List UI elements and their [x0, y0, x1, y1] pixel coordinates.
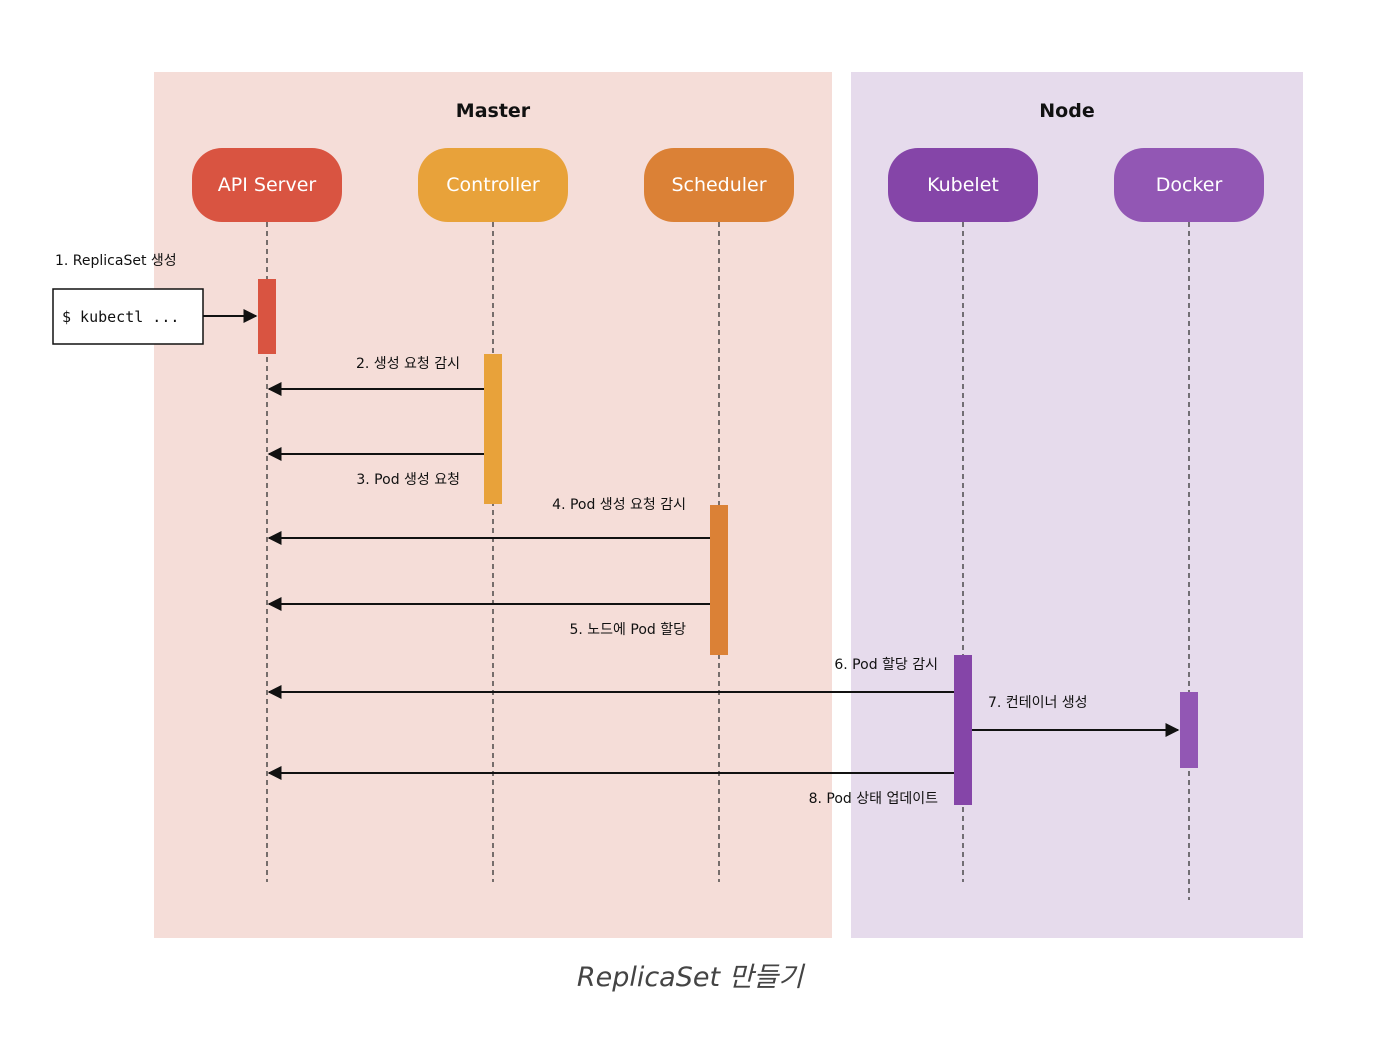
kubelet-box [888, 148, 1038, 222]
api-server-activation [258, 279, 276, 354]
kubelet-label: Kubelet [927, 174, 999, 196]
docker-activation [1180, 692, 1198, 768]
step-2-label: 2. 생성 요청 감시 [356, 356, 460, 372]
docker-box [1114, 148, 1264, 222]
kubectl-command-text: $ kubectl ... [62, 308, 179, 326]
actor-kubelet: Kubelet [888, 148, 1038, 222]
figure-caption: ReplicaSet 만들기 [576, 962, 804, 993]
actor-controller: Controller [418, 148, 568, 222]
step-4-label: 4. Pod 생성 요청 감시 [552, 497, 686, 513]
kubelet-activation [954, 655, 972, 805]
step-1-label: 1. ReplicaSet 생성 [55, 253, 177, 269]
docker-label: Docker [1156, 174, 1223, 196]
master-zone-title: Master [456, 100, 531, 122]
api-server-box [192, 148, 342, 222]
controller-box [418, 148, 568, 222]
api-server-label: API Server [218, 174, 317, 196]
actor-scheduler: Scheduler [644, 148, 794, 222]
step-3-label: 3. Pod 생성 요청 [356, 472, 460, 488]
scheduler-box [644, 148, 794, 222]
step-6-label: 6. Pod 할당 감시 [834, 657, 938, 673]
step-5-label: 5. 노드에 Pod 할당 [569, 622, 686, 638]
scheduler-activation [710, 505, 728, 655]
step-8-label: 8. Pod 상태 업데이트 [809, 791, 939, 807]
node-zone-title: Node [1039, 100, 1094, 122]
controller-activation [484, 354, 502, 504]
controller-label: Controller [446, 174, 540, 196]
kubectl-command-box [52, 288, 204, 345]
actor-api-server: API Server [192, 148, 342, 222]
scheduler-label: Scheduler [671, 174, 766, 196]
step-7-label: 7. 컨테이너 생성 [988, 695, 1088, 711]
actor-docker: Docker [1114, 148, 1264, 222]
